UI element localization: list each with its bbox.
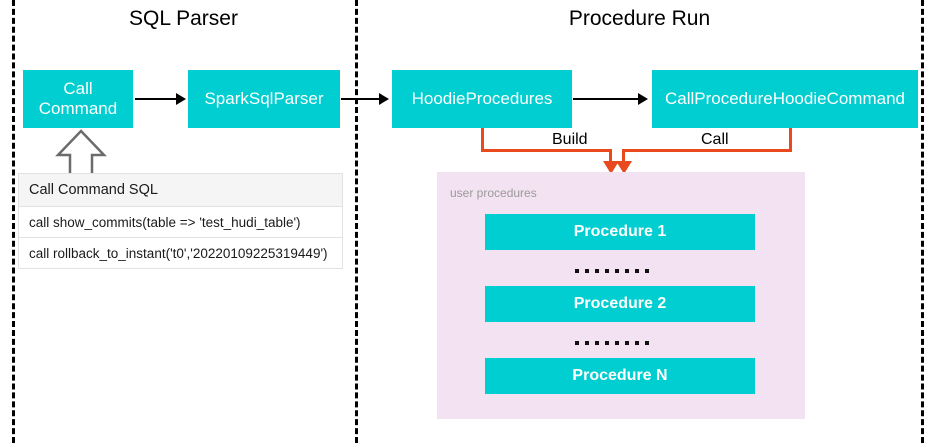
- node-spark-sql-parser-label: SparkSqlParser: [204, 88, 324, 108]
- divider-right: [921, 0, 924, 443]
- user-procedures-panel-label: user procedures: [450, 186, 537, 200]
- divider-left: [12, 0, 15, 443]
- arrow-call-command-to-spark-head: [176, 93, 186, 105]
- procedure-box-2-label: Procedure 2: [573, 295, 667, 312]
- arrow-spark-to-hoodie-head: [379, 93, 389, 105]
- procedure-box-2[interactable]: Procedure 2: [485, 286, 755, 322]
- call-command-sql-panel: Call Command SQL call show_commits(table…: [18, 173, 343, 269]
- arrow-hoodie-to-callprocedure-line: [573, 98, 639, 100]
- connector-build-arrowhead: [603, 161, 619, 174]
- procedure-box-1[interactable]: Procedure 1: [485, 214, 755, 250]
- node-call-command[interactable]: Call Command: [23, 70, 133, 128]
- node-spark-sql-parser[interactable]: SparkSqlParser: [188, 70, 340, 128]
- procedure-box-n[interactable]: Procedure N: [485, 358, 755, 394]
- call-command-sql-row-2[interactable]: call rollback_to_instant('t0','202201092…: [29, 246, 328, 261]
- connector-build-label: Build: [548, 132, 592, 148]
- section-title-procedure-run: Procedure Run: [568, 7, 711, 30]
- call-command-sql-row-1[interactable]: call show_commits(table => 'test_hudi_ta…: [19, 207, 342, 238]
- connector-call-vertical-end: [622, 149, 625, 163]
- block-up-arrow-icon: [55, 129, 107, 177]
- connector-call-arrowhead: [616, 161, 632, 174]
- user-procedures-panel: user procedures Procedure 1 Procedure 2 …: [437, 172, 805, 419]
- node-call-procedure-hoodie-command-label: CallProcedureHoodieCommand: [664, 88, 905, 108]
- procedure-box-n-label: Procedure N: [572, 367, 668, 384]
- procedures-ellipsis-1: [575, 269, 649, 273]
- procedure-box-1-label: Procedure 1: [573, 223, 667, 240]
- section-title-sql-parser: SQL Parser: [129, 7, 238, 30]
- connector-call-label: Call: [697, 132, 733, 148]
- arrow-call-command-to-spark-line: [135, 98, 177, 100]
- arrow-spark-to-hoodie-line: [341, 98, 381, 100]
- node-hoodie-procedures-label: HoodieProcedures: [411, 88, 553, 108]
- procedures-ellipsis-2: [575, 341, 649, 345]
- call-command-sql-header: Call Command SQL: [19, 174, 342, 207]
- node-call-command-label-line2: Command: [38, 99, 118, 118]
- connector-call-horizontal: [622, 149, 792, 152]
- divider-middle: [355, 0, 358, 443]
- node-call-command-label-line1: Call: [63, 78, 93, 98]
- node-hoodie-procedures[interactable]: HoodieProcedures: [392, 70, 572, 128]
- connector-call-vertical-start: [789, 128, 792, 152]
- connector-build-horizontal: [481, 149, 612, 152]
- connector-build-vertical-end: [609, 149, 612, 163]
- connector-build-vertical-start: [481, 128, 484, 152]
- arrow-hoodie-to-callprocedure-head: [638, 93, 648, 105]
- node-call-procedure-hoodie-command[interactable]: CallProcedureHoodieCommand: [652, 70, 918, 128]
